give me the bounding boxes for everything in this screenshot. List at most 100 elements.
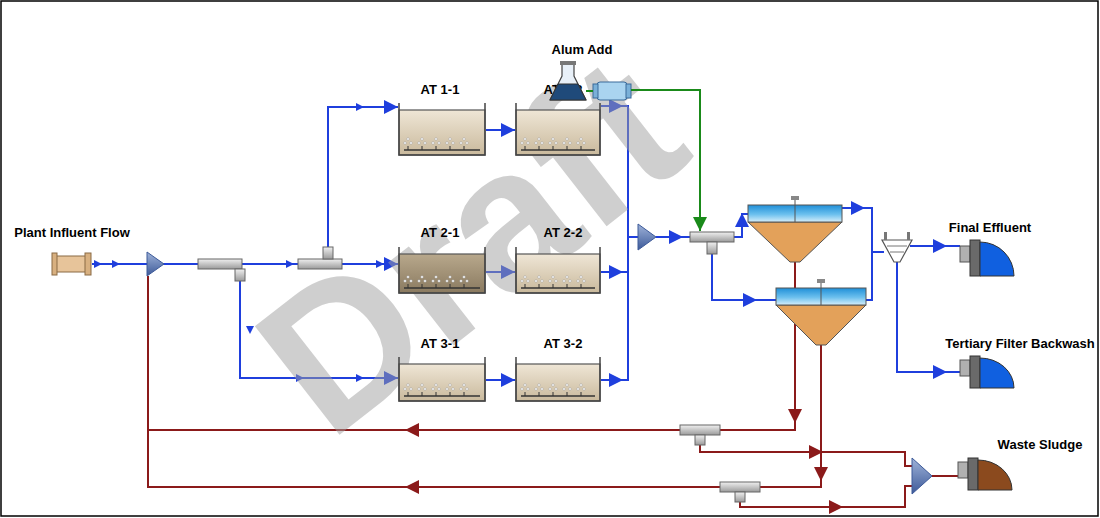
diffuser-riser [422,284,423,288]
air-bubble [466,280,469,283]
clarifier-cone [776,305,866,345]
diffuser-riser [450,392,451,396]
air-bubble [583,388,586,391]
clarifier-drive [791,196,799,200]
air-bubble [527,280,530,283]
diffuser-riser [539,146,540,150]
air-bubble [435,384,438,387]
air-bubble [424,280,427,283]
equipment-icon [398,356,486,402]
tank-basin [516,254,600,293]
air-bubble [421,384,424,387]
air-bubble [549,142,552,145]
diffuser-riser [422,146,423,150]
air-bubble [466,388,469,391]
air-bubble [466,142,469,145]
pump-flange [626,84,631,98]
air-bubble [535,280,538,283]
process-line [910,245,960,247]
air-bubble [563,280,566,283]
air-bubble [521,280,524,283]
air-bubble [563,388,566,391]
air-bubble [541,280,544,283]
air-bubble [452,388,455,391]
outlet-pipe [960,246,970,262]
diffuser-riser [464,284,465,288]
flow-arrow [601,379,616,381]
chemical-line [631,89,642,91]
equipment-icon [515,102,601,156]
equipment-node: AT 1-2 [515,102,601,156]
air-bubble [435,276,438,279]
air-bubble [407,138,410,141]
air-bubble [569,388,572,391]
equipment-node: AT 2-2 [515,246,601,294]
air-bubble [404,388,407,391]
diffuser-riser [436,392,437,396]
splitter-symbol [235,269,245,281]
outlet-pipe [958,462,968,478]
air-bubble [524,384,527,387]
flow-arrow [112,260,120,268]
equipment-icon [52,250,142,278]
diffuser-riser [539,392,540,396]
equipment-node: Waste Sludge [958,456,1012,492]
equipment-label: AT 2-2 [544,225,583,240]
air-bubble [438,388,441,391]
equipment-node: AT 3-2 [515,356,601,402]
air-bubble [555,388,558,391]
process-line [842,208,872,300]
diffuser-riser [436,146,437,150]
outlet-symbol [980,242,1014,276]
equipment-label: Final Effluent [949,220,1031,235]
inlet-flange [85,253,91,275]
flow-arrow [601,271,616,273]
air-bubble [549,280,552,283]
flask-liquid [550,84,586,100]
flow-arrow [800,451,816,453]
outlet-flange [968,458,978,490]
diffuser-riser [408,146,409,150]
diffuser-riser [450,284,451,288]
equipment-node: Alum Add [552,60,642,106]
air-bubble [410,142,413,145]
air-bubble [566,384,569,387]
air-bubble [521,142,524,145]
air-bubble [404,142,407,145]
air-bubble [538,138,541,141]
outlet-flange [970,356,980,388]
air-bubble [432,280,435,283]
flow-arrow [920,371,940,373]
flow-arrow [741,220,743,230]
air-bubble [449,276,452,279]
air-bubble [549,388,552,391]
flow-arrow [412,486,430,488]
air-bubble [435,138,438,141]
flask-neck [560,61,576,65]
equipment-label: Waste Sludge [998,437,1083,452]
filter-media [887,246,907,247]
flow-arrow [660,236,676,238]
tank-wall [516,103,600,155]
tank-wall [399,357,485,401]
equipment-label: Tertiary Filter Backwash [945,336,1094,351]
clarifier-drive [817,279,825,283]
diffuser-pipe [521,287,595,289]
air-bubble [407,384,410,387]
diffuser-riser [525,392,526,396]
flow-arrow [920,245,940,247]
flow-arrow [412,429,430,431]
air-bubble [555,280,558,283]
diffuser-riser [553,146,554,150]
air-bubble [424,142,427,145]
diffuser-riser [539,284,540,288]
return-sludge-line [148,430,720,487]
tank-wall [399,103,485,155]
equipment-icon [398,102,486,156]
tank-wall [399,247,485,293]
diffuser-riser [581,284,582,288]
equipment-icon [960,238,1014,278]
flow-arrow [94,260,102,268]
